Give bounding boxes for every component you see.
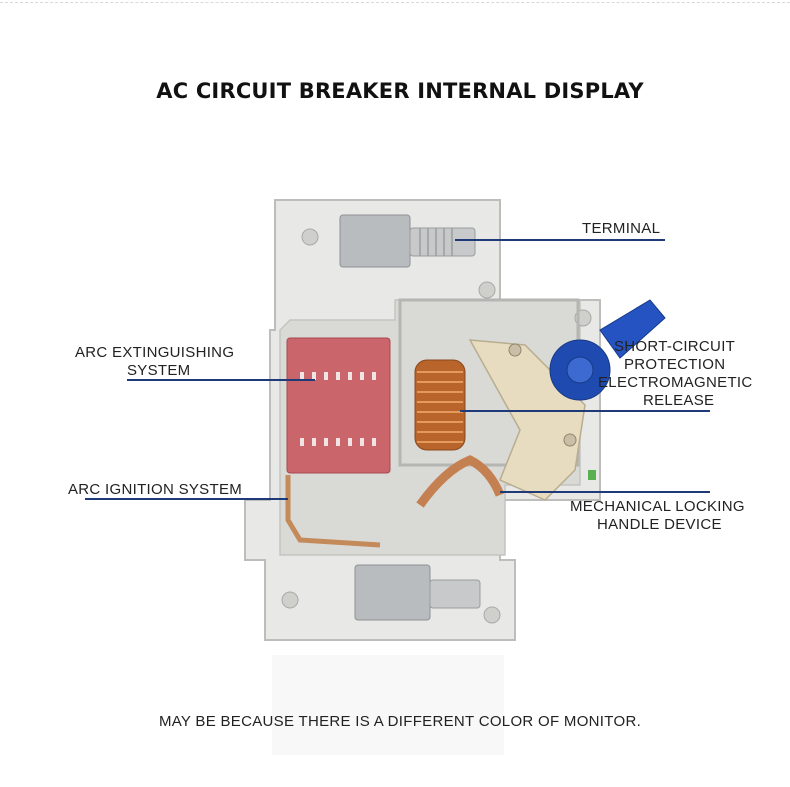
leader-line-arc-extinguishing (127, 379, 315, 381)
label-short-circuit-1: SHORT-CIRCUIT (614, 338, 736, 355)
screw-thread (419, 228, 453, 256)
mounting-hole (301, 228, 319, 246)
label-electromagnetic-1: ELECTROMAGNETIC (598, 374, 753, 391)
label-arc-extinguishing-1: ARC EXTINGUISHING (75, 344, 235, 361)
handle-lever (599, 299, 666, 359)
mounting-hole (281, 591, 299, 609)
arc-chute (286, 337, 391, 474)
mechanism-pin (563, 433, 577, 447)
mounting-hole (483, 606, 501, 624)
label-short-circuit-2: PROTECTION (624, 356, 726, 373)
leader-line-terminal (455, 239, 665, 241)
label-terminal: TERMINAL (582, 220, 661, 237)
arc-runner (285, 475, 381, 548)
page-title: AC CIRCUIT BREAKER INTERNAL DISPLAY (156, 79, 644, 103)
label-electromagnetic-2: RELEASE (643, 392, 715, 409)
bottom-terminal-clamp (354, 564, 431, 621)
label-arc-extinguishing-2: SYSTEM (127, 362, 191, 379)
status-indicator (588, 470, 596, 480)
mounting-hole (478, 281, 496, 299)
braided-wire (416, 455, 505, 508)
bottom-terminal-screw (429, 579, 481, 609)
footer-note: MAY BE BECAUSE THERE IS A DIFFERENT COLO… (158, 713, 642, 730)
mechanism-pin (508, 343, 522, 357)
handle-center (566, 356, 594, 384)
leader-line-mechanical (500, 491, 710, 493)
arc-chute-slots (300, 372, 376, 446)
solenoid-coil (414, 359, 466, 451)
coil-windings (417, 371, 463, 443)
top-terminal-clamp (339, 214, 411, 268)
leader-line-electromagnetic (460, 410, 710, 412)
top-divider (0, 2, 790, 3)
label-mechanical-2: HANDLE DEVICE (597, 516, 722, 533)
leader-line-arc-ignition (85, 498, 288, 500)
label-mechanical-1: MECHANICAL LOCKING (570, 498, 745, 515)
top-terminal-screw (409, 227, 476, 257)
label-arc-ignition: ARC IGNITION SYSTEM (68, 481, 243, 498)
reflection (272, 655, 504, 755)
